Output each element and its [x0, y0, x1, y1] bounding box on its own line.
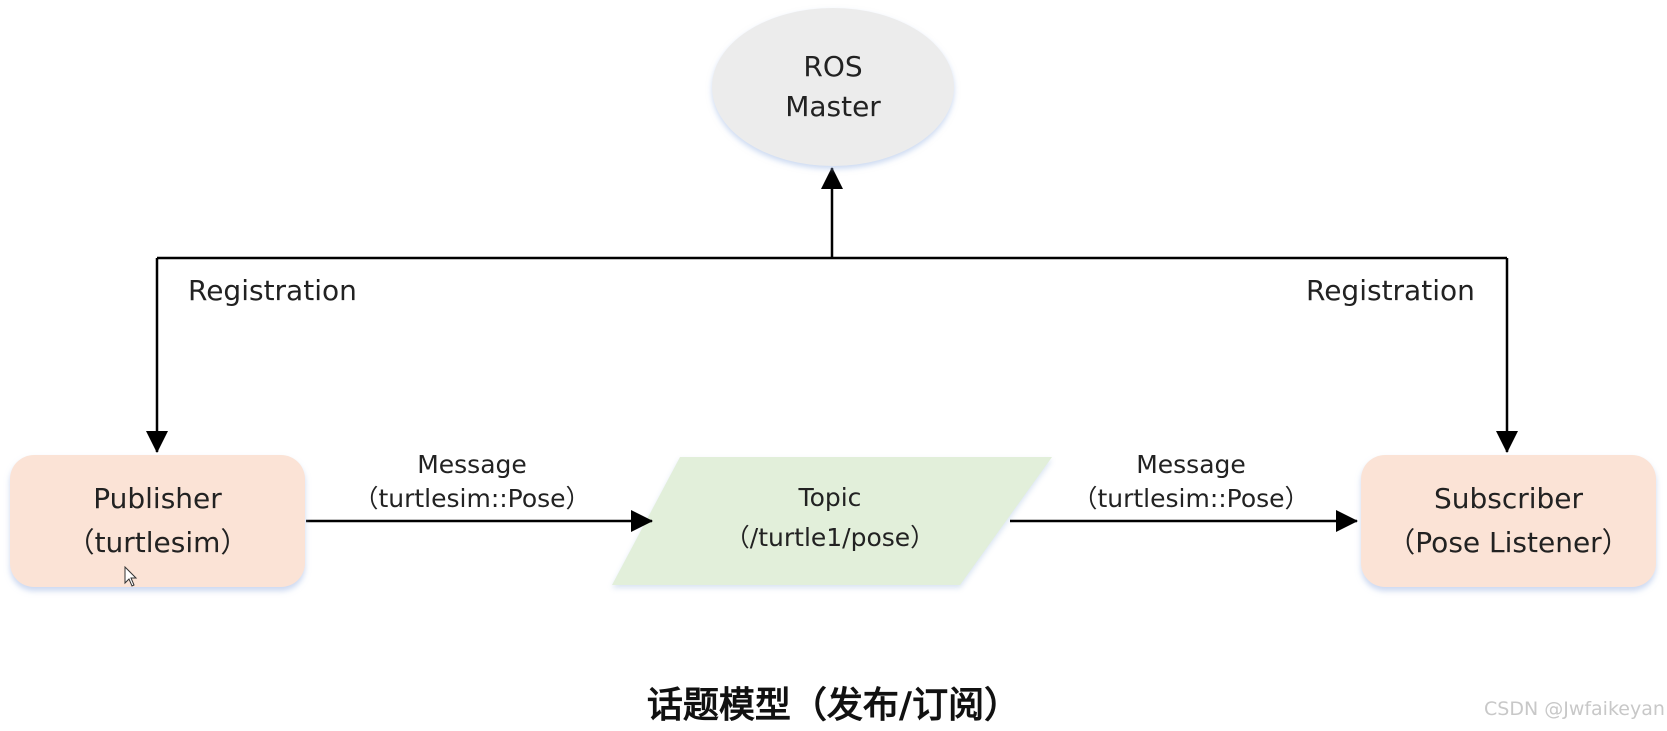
topic-subtitle: （/turtle1/pose） [724, 523, 936, 552]
ros-master-line2: Master [785, 90, 881, 123]
publisher-node: Publisher （turtlesim） [10, 455, 305, 587]
subscriber-subtitle: （Pose Listener） [1387, 526, 1630, 559]
message-left-line2: （turtlesim::Pose） [353, 484, 591, 513]
topic-shape [612, 457, 1052, 585]
message-right-label: Message （turtlesim::Pose） [1071, 448, 1311, 516]
topic-title: Topic [798, 483, 862, 512]
watermark: CSDN @Jwfaikeyan [1484, 698, 1665, 720]
publisher-subtitle: （turtlesim） [66, 526, 249, 559]
mouse-cursor-icon [124, 566, 138, 587]
message-left-line1: Message [417, 450, 527, 479]
topic-node-label: Topic （/turtle1/pose） [680, 478, 980, 558]
ros-master-line1: ROS [803, 50, 863, 83]
registration-right-label: Registration [1306, 274, 1475, 307]
subscriber-node: Subscriber （Pose Listener） [1361, 455, 1656, 587]
ros-master-node: ROS Master [712, 8, 954, 166]
subscriber-title: Subscriber [1433, 482, 1584, 515]
publisher-title: Publisher [93, 482, 222, 515]
message-right-line1: Message [1136, 450, 1246, 479]
registration-left-label: Registration [188, 274, 357, 307]
message-left-label: Message （turtlesim::Pose） [352, 448, 592, 516]
message-right-line2: （turtlesim::Pose） [1072, 484, 1310, 513]
diagram-caption: 话题模型（发布/订阅） [646, 685, 1021, 726]
